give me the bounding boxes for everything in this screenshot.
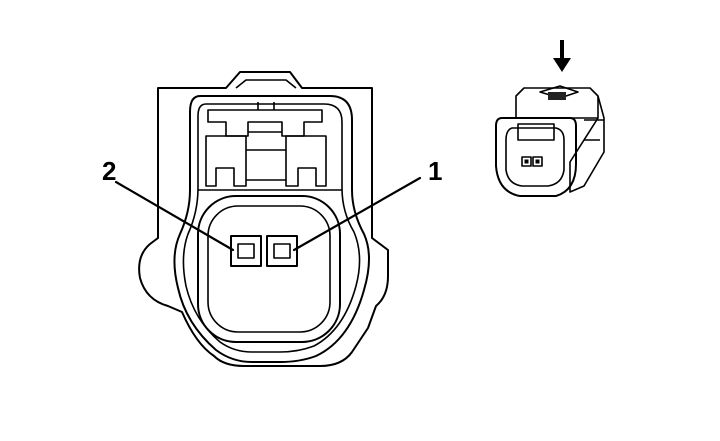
connector-body-inner <box>182 103 361 353</box>
retainer-side-right <box>285 135 327 187</box>
terminal-retainer <box>207 109 323 137</box>
retainer-side-left <box>205 135 247 187</box>
mating-face-inner <box>207 205 331 333</box>
mating-face-outer <box>197 195 341 343</box>
pin-label-1: 1 <box>428 156 442 186</box>
locking-tab <box>235 79 297 89</box>
retainer-bar <box>198 149 342 191</box>
pin-label-2: 2 <box>102 156 116 186</box>
connector-back-shell <box>138 71 389 367</box>
view-direction-arrow-icon <box>553 40 571 72</box>
pin-cavity-1 <box>266 235 298 267</box>
two-pin-connector-face-icon <box>138 71 389 367</box>
pin-cavity-2 <box>230 235 262 267</box>
pin-2-leader-line <box>114 180 235 252</box>
connector-3d-thumbnail-icon <box>495 85 605 197</box>
retainer-center-post <box>248 102 282 133</box>
pin-1-leader-line <box>292 176 422 252</box>
